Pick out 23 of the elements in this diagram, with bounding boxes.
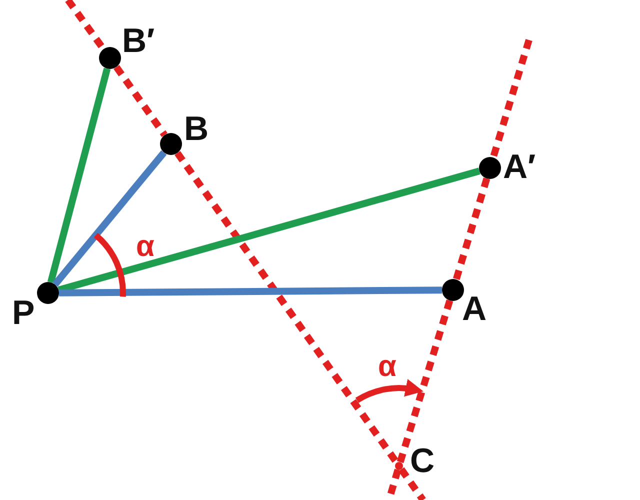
- point-label: B′: [122, 24, 155, 58]
- point-label: P: [12, 296, 35, 330]
- point-dot: [99, 47, 121, 69]
- dashed-line: [174, 150, 400, 465]
- dashed-line: [114, 64, 168, 138]
- point-dot: [442, 279, 464, 301]
- point-label: B: [184, 112, 209, 146]
- angle-label: α: [378, 352, 396, 382]
- line-segment: [47, 68, 111, 284]
- dashed-line: [396, 299, 454, 464]
- angle-label: α: [136, 232, 154, 262]
- dashed-line: [452, 177, 490, 281]
- point-label: A: [462, 292, 487, 326]
- point-dot: [37, 282, 59, 304]
- dashed-line: [490, 38, 532, 159]
- point-dot: [160, 133, 182, 155]
- line-segment: [52, 150, 167, 287]
- point-label: A′: [503, 150, 536, 184]
- dashed-line: [398, 467, 426, 500]
- point-label: C: [410, 444, 435, 478]
- intersection-point: [395, 462, 403, 470]
- line-segment: [58, 286, 442, 296]
- point-dot: [479, 157, 501, 179]
